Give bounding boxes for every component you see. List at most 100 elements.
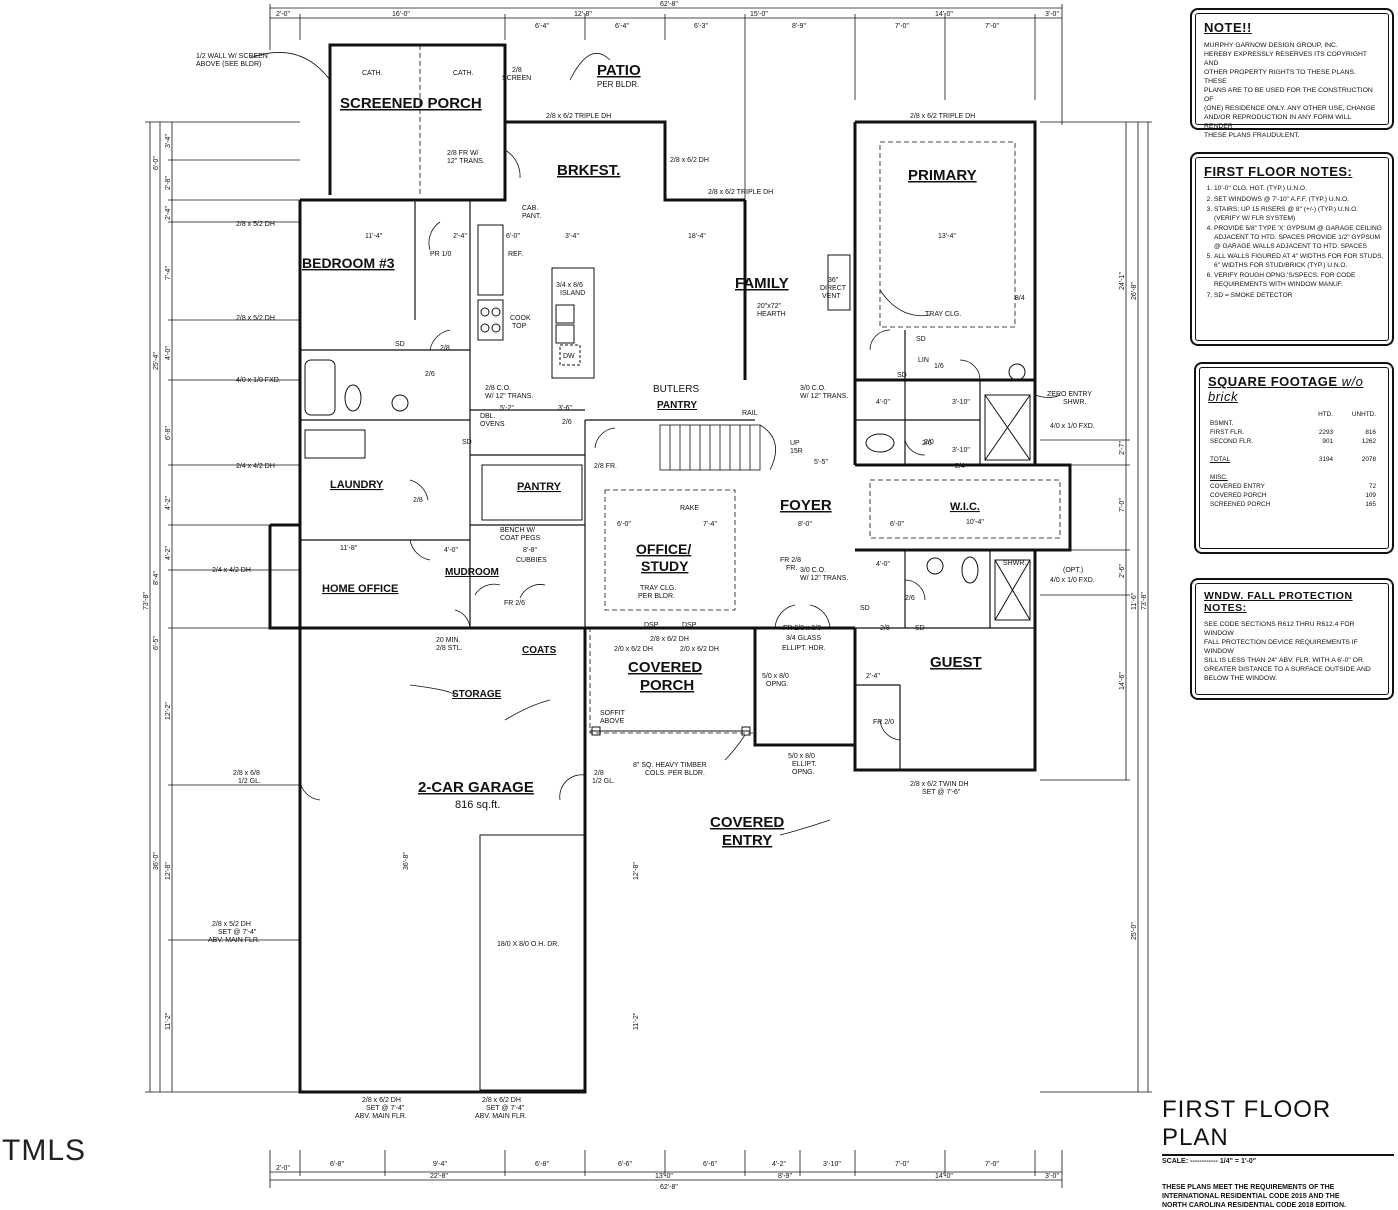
smoke-detector-2: SD (462, 439, 472, 446)
half-wall-label-1: 1/2 WALL W/ SCREEN (196, 53, 268, 60)
dim-top-overall: 62'-8" (660, 1, 678, 8)
row-label: SECOND FLR. (1210, 438, 1253, 445)
dim-top: 3'-0" (1045, 11, 1059, 18)
elliptical-1: FR 2/8 x 8/0 (783, 625, 821, 632)
dim-left: 6'-5" (153, 636, 160, 650)
opng-1: 5/0 x 8/0 (762, 673, 789, 680)
first-floor-note: VERIFY ROUGH OPNG.'S/SPECS. FOR CODE REQ… (1214, 272, 1384, 289)
dim-left-overall: 73'-8" (143, 592, 150, 610)
door-swings (299, 149, 981, 801)
dim-interior: 4'-0" (876, 399, 890, 406)
dim-left: 4'-2" (165, 496, 172, 510)
row-htd (1306, 419, 1335, 428)
total-label: TOTAL (1210, 456, 1231, 463)
cab-pant-2: PANT. (522, 213, 541, 220)
fr-trans-2: 12" TRANS. (447, 158, 485, 165)
min-stl-1: 20 MIN. (436, 637, 461, 644)
dim-right: 14'-6" (1119, 672, 1126, 690)
dim-bottom: 3'-0" (1045, 1173, 1059, 1180)
door-28-a: 2/8 (440, 345, 450, 352)
dim-bottom: 6'-8" (330, 1161, 344, 1168)
first-floor-note: STAIRS: UP 15 RISERS @ 8" (+/-) (TYP.) U… (1214, 206, 1384, 223)
door-28-c: 2/8 (880, 625, 890, 632)
square-footage-box: SQUARE FOOTAGE w/o brick HTD. UNHTD. BSM… (1194, 362, 1394, 554)
copyright-note-line: AND/OR REPRODUCTION IN ANY FORM WILL REN… (1204, 114, 1351, 130)
dim-right: 2'-6" (1119, 564, 1126, 578)
ellipt-opng-1: 5/0 x 8/0 (788, 753, 815, 760)
elliptical-3: ELLIPT. HDR. (782, 645, 826, 652)
half-wall-label-2: ABOVE (SEE BLDR) (196, 61, 261, 68)
code-compliance: THESE PLANS MEET THE REQUIREMENTS OF THE… (1162, 1183, 1394, 1210)
window-primary-bath: 4/0 x 1/0 FXD. (1050, 423, 1095, 430)
dim-right: 26'-8" (1131, 282, 1138, 300)
dim-top: 16'-0" (392, 11, 410, 18)
dim-left: 4'-0" (165, 346, 172, 360)
dim-left: 6'-0" (153, 156, 160, 170)
misc-label: MISC. (1210, 474, 1228, 481)
table-row: FIRST FLR. 2293 816 (1208, 428, 1378, 437)
fixtures (304, 224, 1031, 1091)
fall-protection-line: FALL PROTECTION DEVICE REQUIREMENTS IF W… (1204, 639, 1358, 655)
dim-interior: 12'-8" (633, 862, 640, 880)
bottom-window-3: ABV. MAIN FLR. (355, 1113, 407, 1120)
zero-entry-2: SHWR. (1063, 399, 1086, 406)
dim-interior: 11'-2" (633, 1012, 640, 1030)
dim-interior: 5'-2" (500, 405, 514, 412)
square-footage-title: SQUARE FOOTAGE w/o brick (1208, 374, 1380, 404)
cooktop-label-1: COOK (510, 315, 531, 322)
table-row: SCREENED PORCH 165 (1208, 500, 1378, 509)
row-htd: 2293 (1318, 429, 1334, 436)
butlers-pantry-label-2: PANTRY (657, 400, 697, 411)
dbl-ovens-1: DBL. (480, 413, 496, 420)
dsp-1: DSP (644, 622, 659, 629)
opt-1: (OPT.) (1063, 567, 1083, 574)
square-footage-table: HTD. UNHTD. BSMNT. FIRST FLR. 2293 816 S… (1208, 410, 1378, 509)
window-laundry: 2/4 x 4/2 DH (236, 463, 275, 470)
table-row: COVERED PORCH 109 (1208, 491, 1378, 500)
col-unhtd: UNHTD. (1351, 411, 1376, 418)
dsp-2: DSP (682, 622, 697, 629)
room-office-2: STUDY (641, 558, 689, 574)
triple-dh-2: 2/8 x 6/2 TRIPLE DH (910, 113, 975, 120)
row-unhtd: 816 (1365, 429, 1376, 436)
bench-1: BENCH W/ (500, 527, 535, 534)
room-patio: PATIO (597, 62, 641, 79)
garage-area: 816 sq.ft. (455, 799, 500, 811)
window-home-office: 2/4 x 4/2 DH (212, 567, 251, 574)
door-26-c: 2/6 (562, 419, 572, 426)
door-20: 2/0 (924, 439, 934, 446)
plan-callouts: 1/2 WALL W/ SCREEN ABOVE (SEE BLDR) CATH… (196, 53, 1095, 1120)
dim-bottom: 9'-4" (433, 1161, 447, 1168)
dim-bottom: 8'-9" (778, 1173, 792, 1180)
garage-door-1: 2/8 x 6/8 (233, 770, 260, 777)
first-floor-note: 10'-0" CLG. HGT. (TYP.) U.N.O. (1214, 185, 1384, 194)
dim-left: 11'-2" (165, 1012, 172, 1030)
total-htd: 3194 (1318, 456, 1334, 463)
triple-dh-3: 2/8 x 6/2 TRIPLE DH (708, 189, 773, 196)
dim-interior: 4'-0" (876, 561, 890, 568)
garage-window-3: ABV. MAIN FLR. (208, 937, 260, 944)
copyright-note-line: HEREBY EXPRESSLY RESERVES ITS COPYRIGHT … (1204, 51, 1367, 67)
first-floor-note: SET WINDOWS @ 7'-10" A.F.F. (TYP.) U.N.O… (1214, 196, 1384, 205)
soffit-1: SOFFIT (600, 710, 626, 717)
door-16: 1/6 (934, 363, 944, 370)
co-trans-4: W/ 12" TRANS. (800, 393, 848, 400)
dim-right: 7'-0" (1119, 498, 1126, 512)
screen-label-2: SCREEN (502, 75, 531, 82)
dim-interior: 3'-4" (565, 233, 579, 240)
co-trans-1: 2/8 C.O. (485, 385, 511, 392)
up-label-2: 15R (790, 448, 803, 455)
door-28-b: 2/8 (413, 497, 423, 504)
dim-left: 4'-2" (165, 546, 172, 560)
dim-left: 12'-2" (165, 702, 172, 720)
rail-label: RAIL (742, 410, 758, 417)
door-84: 8/4 (1015, 295, 1025, 302)
cab-pant-1: CAB. (522, 205, 538, 212)
dim-bottom: 2'-0" (276, 1165, 290, 1172)
drawing-title: FIRST FLOOR PLAN (1162, 1096, 1332, 1151)
stairs (659, 424, 777, 471)
dim-interior: 18'-4" (688, 233, 706, 240)
dh-brkfst: 2/8 x 6/2 DH (670, 157, 709, 164)
copyright-note-title: NOTE!! (1204, 20, 1252, 35)
room-home-office: HOME OFFICE (322, 583, 398, 595)
